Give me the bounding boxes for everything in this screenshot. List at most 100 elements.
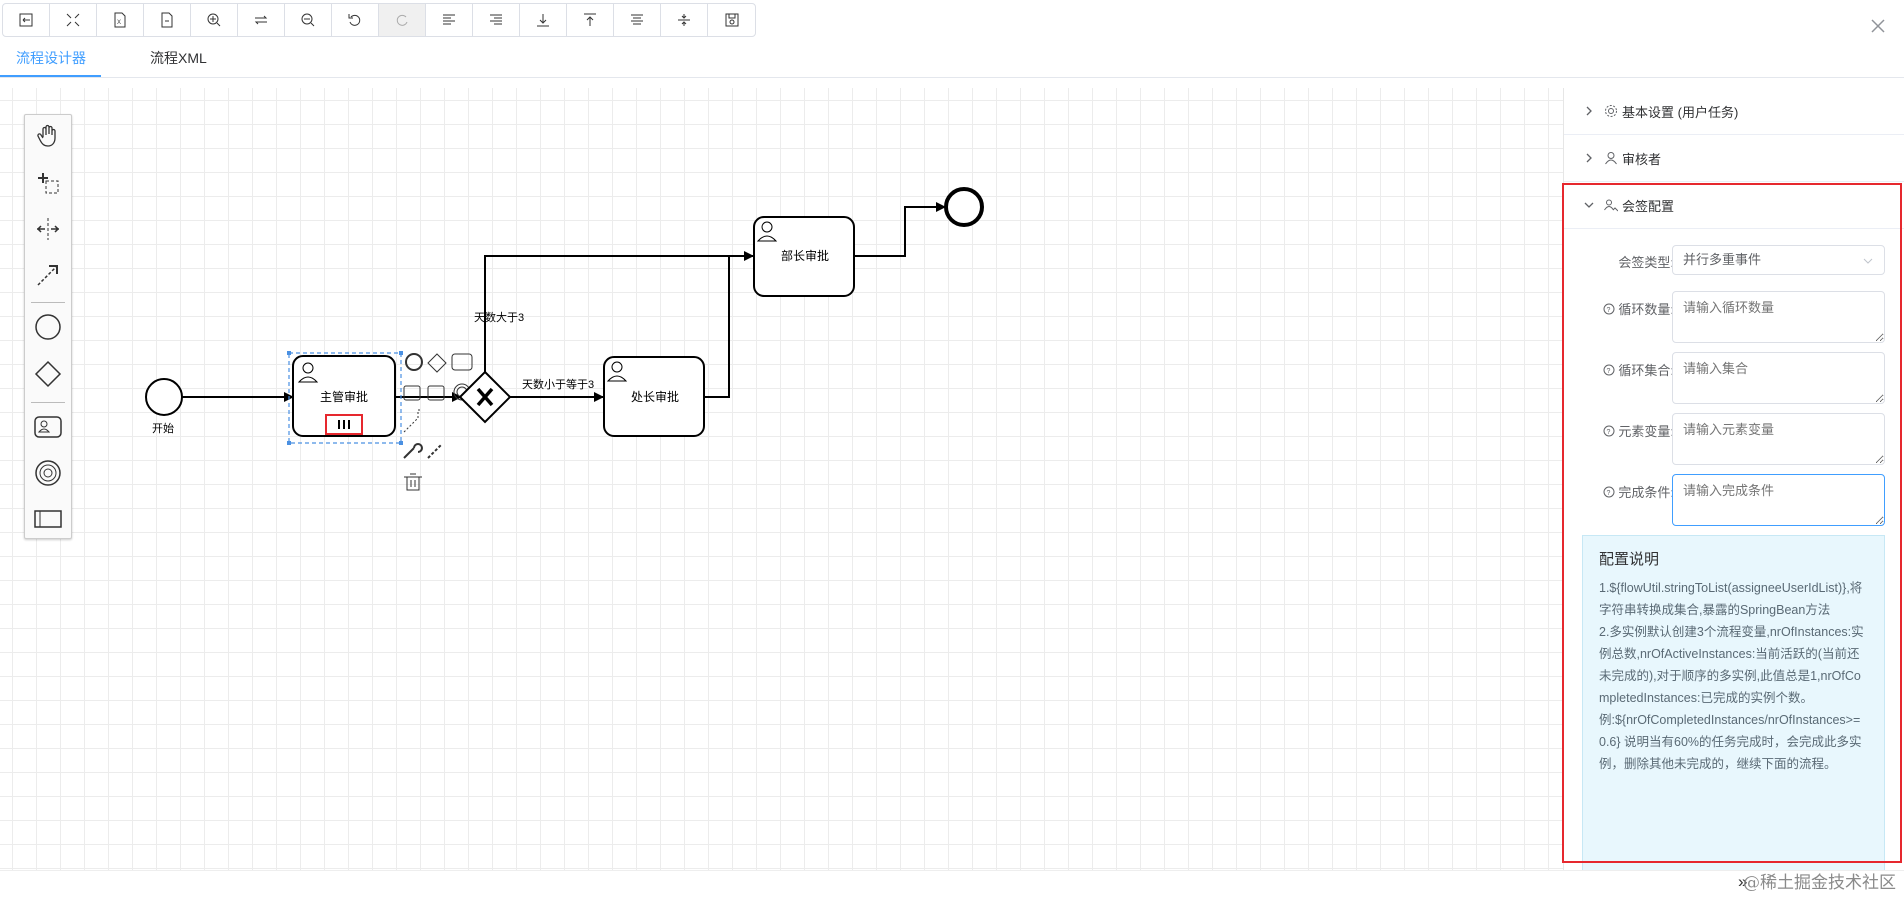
lasso-tool[interactable] [29,164,67,202]
create-user-task[interactable] [29,408,67,446]
align-top-icon [584,13,596,26]
flow-label-le3: 天数小于等于3 [522,377,594,391]
users-icon [1604,199,1618,212]
flow-gateway-gt3[interactable] [484,251,754,372]
multi-instance-marker-highlight [325,414,363,435]
loop-count-input[interactable] [1672,291,1885,343]
user-task-icon [34,416,62,438]
expand-panel-icon[interactable]: » [1738,872,1748,891]
user-task-icon [297,362,319,383]
question-icon[interactable]: ? [1603,303,1615,315]
task-manager-approval[interactable]: 主管审批 [292,355,396,437]
section-countersign-config[interactable]: 会签配置 [1564,182,1904,229]
create-pool[interactable] [29,500,67,538]
question-icon[interactable]: ? [1603,364,1615,376]
append-task-icon[interactable] [451,353,473,371]
connect-icon[interactable] [403,409,422,433]
export-xml-button[interactable]: X [97,4,144,36]
color-picker-icon[interactable] [427,443,443,459]
task-director-approval[interactable]: 处长审批 [603,356,705,437]
section-reviewers[interactable]: 审核者 [1564,135,1904,182]
export-svg-button[interactable] [144,4,191,36]
append-end-event-icon[interactable] [405,353,423,371]
align-middle-icon [678,14,690,26]
countersign-type-value: 并行多重事件 [1683,252,1762,267]
align-bottom-icon [537,14,549,27]
completion-label: 完成条件: [1618,485,1674,500]
end-event[interactable] [944,187,984,227]
zoom-in-button[interactable] [191,4,238,36]
gear-icon [1605,105,1617,117]
tab-xml[interactable]: 流程XML [150,50,207,66]
start-event[interactable] [145,378,183,416]
config-note: 配置说明 1.${flowUtil.stringToList(assigneeU… [1582,535,1885,875]
space-tool-icon [36,218,60,240]
section-countersign-title: 会签配置 [1622,198,1675,214]
hand-tool[interactable] [29,117,67,155]
redo-button[interactable] [379,4,426,36]
config-note-line-3: 例:${nrOfCompletedInstances/nrOfInstances… [1599,713,1862,771]
align-left-icon [443,14,455,25]
context-pad [403,353,473,491]
zoom-out-button[interactable] [285,4,332,36]
align-middle-button[interactable] [661,4,708,36]
bpmn-canvas[interactable] [0,88,1563,870]
completion-condition-input[interactable] [1672,474,1885,526]
completion-label-wrap: ? 完成条件: [1603,482,1674,501]
open-file-button[interactable] [3,4,50,36]
align-top-button[interactable] [567,4,614,36]
redo-icon [396,14,408,26]
reset-zoom-button[interactable] [238,4,285,36]
space-tool[interactable] [29,210,67,248]
chevron-right-icon [1586,106,1592,116]
create-subprocess[interactable] [29,454,67,492]
create-gateway[interactable] [29,355,67,393]
section-basic-settings[interactable]: 基本设置 (用户任务) [1564,88,1904,135]
flow-minister-to-end[interactable] [855,202,946,257]
fit-view-button[interactable] [50,4,97,36]
question-icon[interactable]: ? [1603,425,1615,437]
palette-divider [31,302,65,303]
align-right-button[interactable] [473,4,520,36]
task-minister-approval[interactable]: 部长审批 [753,216,855,297]
append-gateway-icon[interactable] [427,353,447,373]
undo-button[interactable] [332,4,379,36]
tool-palette [24,114,72,539]
countersign-type-select[interactable]: 并行多重事件 [1672,245,1885,275]
append-text-annotation-icon[interactable] [403,385,421,401]
append-intermediate-icon[interactable] [427,385,445,401]
delete-icon[interactable] [404,473,422,491]
save-button[interactable] [708,4,755,36]
global-connect-tool[interactable] [29,256,67,294]
toolbar: X [2,3,756,37]
bottom-bar [0,870,1904,900]
question-icon[interactable]: ? [1603,486,1615,498]
connect-tool-icon [37,265,58,286]
collection-input[interactable] [1672,352,1885,404]
collection-label-wrap: ? 循环集合: [1603,360,1674,379]
section-basic-settings-title: 基本设置 (用户任务) [1622,104,1739,120]
chevron-down-icon [1584,202,1594,208]
properties-panel: 基本设置 (用户任务) 审核者 会签配置 会签类型: 并行多重事件 ? 循环数量… [1563,88,1904,875]
tab-designer[interactable]: 流程设计器 [16,50,86,66]
align-center-icon [631,14,643,25]
create-start-event[interactable] [29,308,67,346]
wrench-icon[interactable] [403,443,423,459]
export-svg-icon [161,12,173,28]
pool-icon [34,510,62,528]
user-icon [1605,152,1617,165]
palette-divider [31,402,65,403]
flow-director-to-minister[interactable] [705,256,730,398]
element-var-label: 元素变量: [1618,424,1674,439]
start-event-label: 开始 [152,421,174,435]
lasso-icon [38,173,59,194]
align-left-button[interactable] [426,4,473,36]
config-note-line-2: 2.多实例默认创建3个流程变量,nrOfInstances:实例总数,nrOfA… [1599,625,1864,705]
undo-icon [348,14,361,26]
zoom-in-icon [207,13,221,27]
close-icon[interactable] [1866,14,1890,38]
element-var-input[interactable] [1672,413,1885,465]
exclusive-gateway[interactable] [458,370,512,424]
align-center-button[interactable] [614,4,661,36]
align-bottom-button[interactable] [520,4,567,36]
